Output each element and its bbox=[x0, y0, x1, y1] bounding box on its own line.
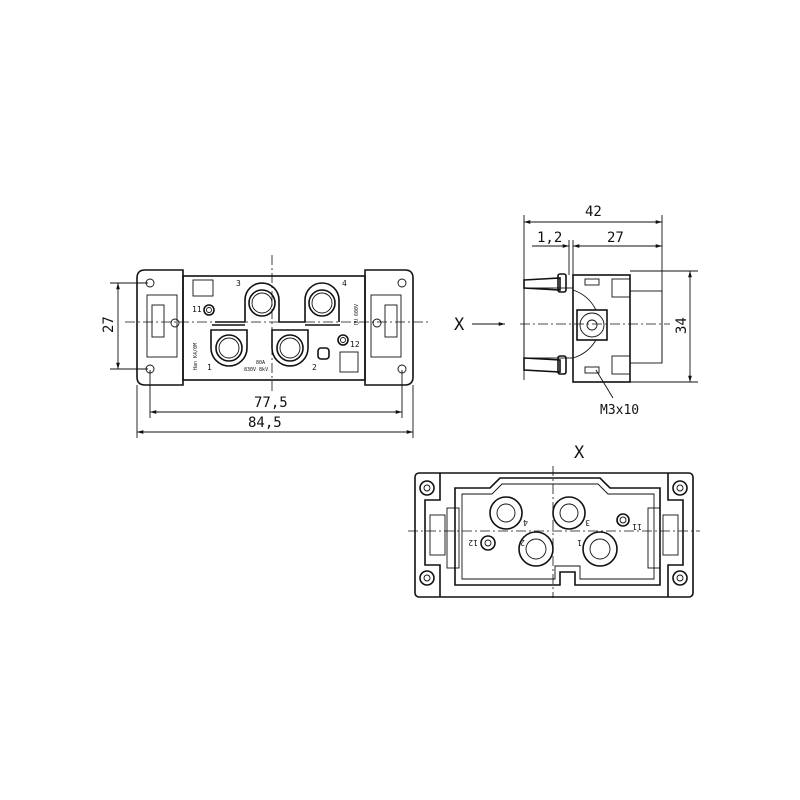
contact-2 bbox=[276, 334, 304, 362]
view-x-contacts bbox=[480, 496, 630, 567]
x-label-contact-11: 11 bbox=[632, 522, 642, 531]
x-label-contact-2: 2 bbox=[520, 538, 525, 547]
marking-cert: ŊU 600V bbox=[354, 304, 360, 325]
label-contact-12: 12 bbox=[350, 340, 360, 349]
front-view: 1 2 3 4 11 12 Han K4/0M 80A 830V 8kV ŊU … bbox=[101, 255, 430, 438]
right-flange bbox=[364, 269, 414, 386]
dim-total-length: 42 bbox=[585, 204, 602, 220]
view-x-screws bbox=[419, 480, 688, 586]
view-x-frame bbox=[414, 472, 694, 598]
left-flange bbox=[136, 269, 184, 386]
marking-rating-current: 80A bbox=[256, 360, 265, 366]
front-dimensions: 27 77,5 84,5 bbox=[101, 282, 414, 438]
marking-type: Han K4/0M bbox=[193, 343, 199, 370]
contact-3 bbox=[248, 289, 276, 317]
dim-flange: 1,2 bbox=[537, 230, 562, 246]
contact-11 bbox=[203, 304, 215, 316]
dim-inner-width: 77,5 bbox=[254, 395, 288, 411]
dim-side-height: 34 bbox=[674, 317, 690, 334]
view-x: X 1 2 3 4 11 12 bbox=[408, 443, 700, 598]
side-body bbox=[572, 274, 631, 383]
contact-12 bbox=[337, 334, 349, 346]
x-label-contact-1: 1 bbox=[577, 538, 582, 547]
label-contact-3: 3 bbox=[236, 279, 241, 288]
label-contact-4: 4 bbox=[342, 279, 347, 288]
marking-rating-voltage: 830V 8kV bbox=[244, 367, 268, 373]
x-label-contact-4: 4 bbox=[523, 518, 528, 527]
insert-body bbox=[182, 275, 366, 381]
view-x-title: X bbox=[574, 443, 585, 463]
dim-body-length: 27 bbox=[607, 230, 624, 246]
x-label-contact-12: 12 bbox=[468, 538, 478, 547]
front-contacts bbox=[203, 289, 349, 367]
view-marker-x: X bbox=[454, 315, 465, 335]
label-contact-2: 2 bbox=[312, 363, 317, 372]
label-contact-1: 1 bbox=[207, 363, 212, 372]
dim-height: 27 bbox=[101, 316, 117, 333]
screw-label: M3x10 bbox=[600, 403, 639, 418]
x-label-contact-3: 3 bbox=[585, 518, 590, 527]
dim-outer-width: 84,5 bbox=[248, 415, 282, 431]
contact-4 bbox=[308, 289, 336, 317]
label-contact-11: 11 bbox=[192, 305, 202, 314]
side-view: X 42 1,2 27 34 M3x10 bbox=[454, 204, 698, 418]
contact-1 bbox=[215, 334, 243, 362]
